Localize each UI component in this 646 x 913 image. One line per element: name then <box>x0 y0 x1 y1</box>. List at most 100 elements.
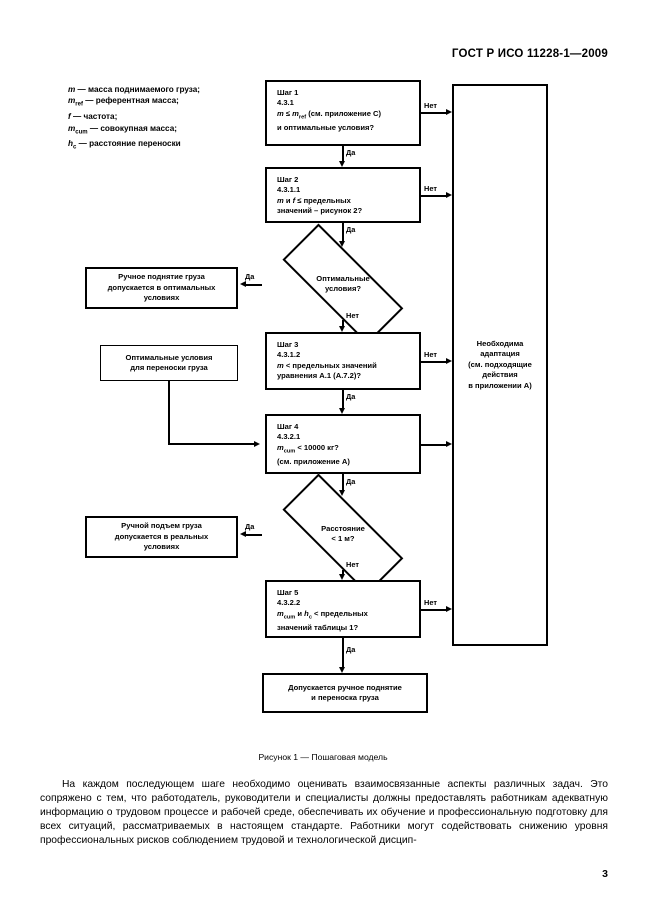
result-adapt-line2: адаптация <box>480 349 520 359</box>
node-result-carry-conditions: Оптимальные условия для переноски груза <box>100 345 238 381</box>
document-header: ГОСТ Р ИСО 11228-1—2009 <box>451 48 608 60</box>
edge-label-step5-yes: Да <box>346 645 356 654</box>
connector-step4-decision2 <box>342 474 344 490</box>
body-text: На каждом последующем шаге необходимо оц… <box>40 778 608 848</box>
result-adapt-line1: Необходима <box>476 338 524 348</box>
node-result-final: Допускается ручное поднятие и переноска … <box>262 673 428 713</box>
step4-condition: mcum < 10000 кг? <box>277 442 339 455</box>
step3-condition-2: уравнения А.1 (А.7.2)? <box>277 371 362 381</box>
decision2-line2: < 1 м? <box>331 534 355 543</box>
step1-clause: 4.3.1 <box>277 98 294 108</box>
step4-title: Шаг 4 <box>277 422 299 431</box>
decision1-line1: Оптимальные <box>316 273 370 283</box>
node-step-3: Шаг 3 4.3.1.2 m < предельных значений ур… <box>265 332 421 390</box>
legend-line-m: m — масса поднимаемого груза; <box>68 85 201 94</box>
legend-line-mcum: mcum — совокупная масса; <box>68 123 177 136</box>
arrow-step5-final <box>338 667 345 673</box>
step3-title: Шаг 3 <box>277 340 299 349</box>
edge-label-step1-yes: Да <box>346 148 356 157</box>
arrow-decision2-step5 <box>338 574 345 580</box>
connector-step5-adapt <box>421 609 446 611</box>
arrow-step1-adapt <box>446 108 452 115</box>
edge-label-step2-yes: Да <box>346 225 356 234</box>
connector-decision2-step5 <box>342 570 344 574</box>
edge-label-step2-no: Нет <box>424 184 437 193</box>
result-optimal-line2: допускается в оптимальных <box>107 282 216 292</box>
result-optimal-line3: условиях <box>143 293 180 303</box>
arrow-step1-step2 <box>338 161 345 167</box>
edge-label-step4-yes: Да <box>346 477 356 486</box>
result-real-line1: Ручной подъем груза <box>121 521 202 531</box>
arrow-carry-step4 <box>254 440 260 447</box>
node-step-1: Шаг 1 4.3.1 m ≤ mref (см. приложение С) … <box>265 80 421 146</box>
step5-condition-2: значений таблицы 1? <box>277 622 359 632</box>
connector-step3-adapt <box>421 361 446 363</box>
edge-label-decision1-no: Нет <box>346 311 359 320</box>
step5-title: Шаг 5 <box>277 588 299 597</box>
arrow-step4-decision2 <box>338 490 345 496</box>
step1-condition: m ≤ mref (см. приложение С) <box>277 108 382 121</box>
step4-clause: 4.3.2.1 <box>277 432 301 442</box>
step2-condition-2: значений – рисунок 2? <box>277 206 363 216</box>
connector-step5-final <box>342 638 344 667</box>
connector-step1-step2 <box>342 146 344 161</box>
edge-label-decision2-no: Нет <box>346 560 359 569</box>
step3-clause: 4.3.1.2 <box>277 350 301 360</box>
node-result-optimal-lift: Ручное поднятие груза допускается в опти… <box>85 267 238 309</box>
result-adapt-line3: (см. подходящие <box>468 359 532 369</box>
connector-decision2-real <box>246 534 262 536</box>
body-paragraph: На каждом последующем шаге необходимо оц… <box>40 779 608 847</box>
edge-label-step1-no: Нет <box>424 101 437 110</box>
edge-label-decision1-yes: Да <box>245 272 255 281</box>
step2-title: Шаг 2 <box>277 175 299 184</box>
connector-step2-adapt <box>421 195 446 197</box>
step5-clause: 4.3.2.2 <box>277 598 301 608</box>
arrow-decision1-step3 <box>338 326 345 332</box>
connector-step1-adapt <box>421 112 446 114</box>
legend-line-f: f — частота; <box>68 112 118 122</box>
step1-title: Шаг 1 <box>277 88 299 97</box>
connector-step4-adapt <box>421 444 446 446</box>
step5-condition: mcum и hc < предельных <box>277 608 368 621</box>
decision2-line1: Расстояние <box>321 523 365 533</box>
step3-condition: m < предельных значений <box>277 360 377 370</box>
arrow-decision2-real <box>240 530 246 537</box>
result-adapt-line4: действия <box>482 370 518 380</box>
connector-carry-elbow-h <box>168 443 254 445</box>
connector-step2-decision1 <box>342 223 344 241</box>
result-adapt-line5: в приложении А) <box>468 380 532 390</box>
edge-label-decision2-yes: Да <box>245 522 255 531</box>
arrow-step3-adapt <box>446 357 452 364</box>
result-real-line2: допускается в реальных <box>114 531 209 541</box>
result-carry-line1: Оптимальные условия <box>125 352 213 362</box>
edge-label-step3-no: Нет <box>424 350 437 359</box>
flowchart: Шаг 1 4.3.1 m ≤ mref (см. приложение С) … <box>85 80 548 713</box>
result-real-line3: условиях <box>143 542 180 552</box>
page-number: 3 <box>602 868 608 880</box>
node-decision-optimal: Оптимальные условия? <box>258 223 428 345</box>
step4-condition-2: (см. приложение А) <box>277 456 350 466</box>
connector-decision1-optimal <box>246 284 262 286</box>
result-final-line1: Допускается ручное поднятие <box>288 682 402 692</box>
node-step-2: Шаг 2 4.3.1.1 m и f ≤ предельных значени… <box>265 167 421 223</box>
legend-line-hc: hc — расстояние переноски <box>68 139 181 152</box>
result-optimal-line1: Ручное поднятие груза <box>118 272 205 282</box>
arrow-step5-adapt <box>446 605 452 612</box>
arrow-step2-decision1 <box>338 241 345 247</box>
arrow-step4-adapt <box>446 440 452 447</box>
figure-caption: Рисунок 1 — Пошаговая модель <box>258 752 388 762</box>
node-step-5: Шаг 5 4.3.2.2 mcum и hc < предельных зна… <box>265 580 421 638</box>
arrow-step3-step4 <box>338 408 345 414</box>
arrow-step2-adapt <box>446 191 452 198</box>
step2-clause: 4.3.1.1 <box>277 185 301 195</box>
step2-condition: m и f ≤ предельных <box>277 195 351 205</box>
connector-decision1-step3 <box>342 320 344 326</box>
node-result-real-conditions: Ручной подъем груза допускается в реальн… <box>85 516 238 558</box>
node-decision-distance: Расстояние < 1 м? <box>258 473 428 595</box>
edge-label-step3-yes: Да <box>346 392 356 401</box>
edge-label-step5-no: Нет <box>424 598 437 607</box>
result-carry-line2: для переноски груза <box>130 363 208 372</box>
legend-line-mref: mref — референтная масса; <box>68 96 179 108</box>
node-result-adaptation: Необходима адаптация (см. подходящие дей… <box>452 84 548 646</box>
